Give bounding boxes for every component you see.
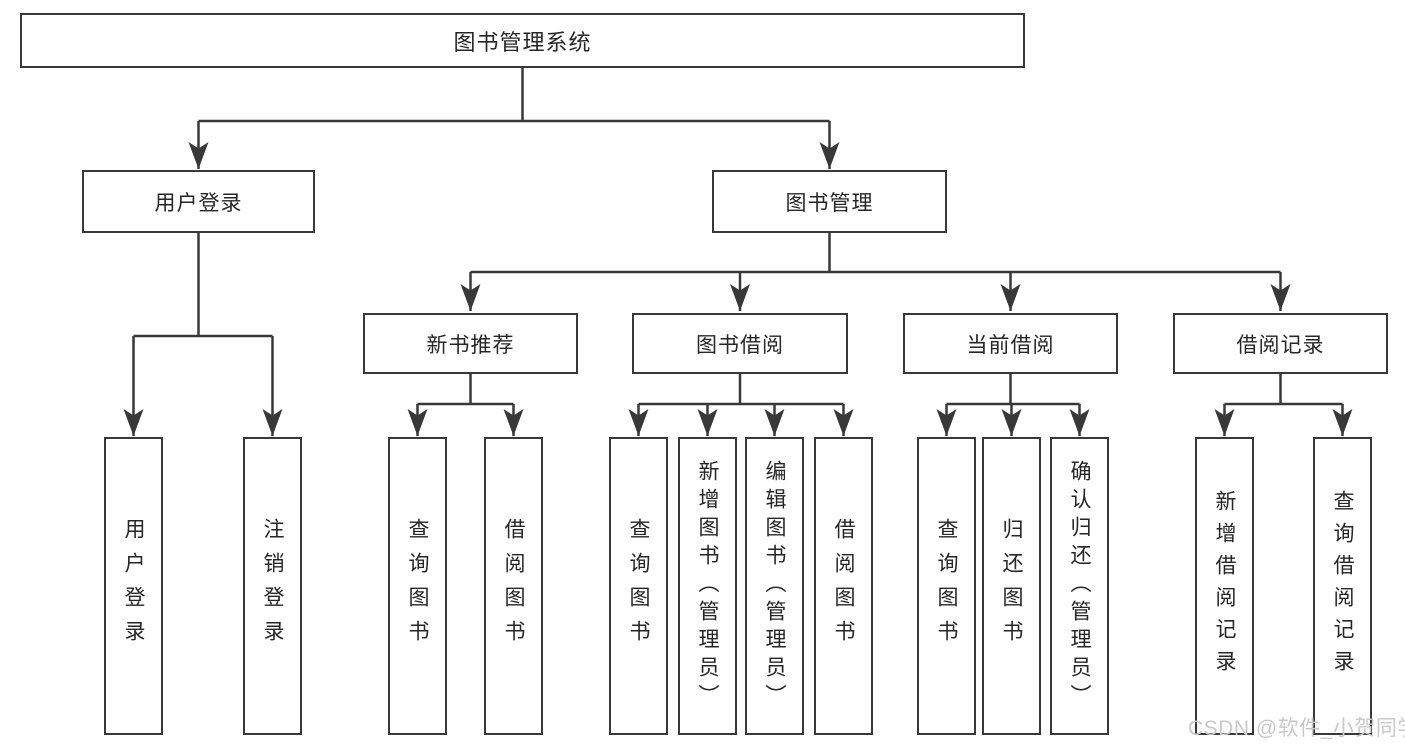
node-label: 新书推荐 (426, 333, 515, 357)
node-label: 借阅记录 (1236, 333, 1325, 357)
connector-segments (133, 68, 1343, 406)
leaf-query-books-borrow: 查询图书 (609, 437, 668, 735)
leaf-label: 归还图书 (1000, 518, 1023, 654)
leaf-return-books: 归还图书 (982, 437, 1041, 735)
node-current-borrowing: 当前借阅 (903, 313, 1118, 374)
leaf-confirm-return-admin: 确认归还（管理员） (1050, 437, 1109, 735)
leaf-borrow-books-borrow: 借阅图书 (814, 437, 873, 735)
leaf-label: 查询借阅记录 (1331, 490, 1354, 682)
node-library-system: 图书管理系统 (20, 13, 1025, 68)
node-user-login: 用户登录 (82, 170, 315, 233)
leaf-query-books-recommend: 查询图书 (388, 437, 447, 735)
leaf-query-books-current: 查询图书 (917, 437, 976, 735)
node-label: 当前借阅 (966, 333, 1055, 357)
leaf-label: 查询图书 (406, 518, 429, 654)
node-label: 用户登录 (154, 191, 243, 215)
leaf-add-borrow-record: 新增借阅记录 (1195, 437, 1254, 735)
node-label: 图书管理系统 (453, 29, 592, 55)
leaf-user-login: 用户登录 (104, 437, 163, 735)
leaf-label: 编辑图书（管理员） (763, 460, 786, 712)
leaf-label: 查询图书 (935, 518, 958, 654)
leaf-label: 查询图书 (627, 518, 650, 654)
leaf-label: 新增借阅记录 (1213, 490, 1236, 682)
leaf-edit-book-admin: 编辑图书（管理员） (745, 437, 804, 735)
leaf-borrow-books-recommend: 借阅图书 (484, 437, 543, 735)
node-new-book-recommendation: 新书推荐 (363, 313, 578, 374)
leaf-query-borrow-record: 查询借阅记录 (1313, 437, 1372, 735)
node-borrowing-records: 借阅记录 (1173, 313, 1388, 374)
leaf-label: 借阅图书 (832, 518, 855, 654)
node-book-borrowing: 图书借阅 (632, 313, 848, 374)
node-label: 图书管理 (785, 191, 874, 215)
leaf-label: 用户登录 (122, 518, 145, 654)
leaf-add-book-admin: 新增图书（管理员） (678, 437, 737, 735)
leaf-logout: 注销登录 (243, 437, 302, 735)
node-book-management: 图书管理 (712, 170, 947, 233)
node-label: 图书借阅 (696, 333, 784, 357)
watermark: CSDN @软件_小贺同学 (1188, 717, 1405, 740)
leaf-label: 新增图书（管理员） (696, 460, 719, 712)
leaf-label: 注销登录 (261, 518, 284, 654)
leaf-label: 借阅图书 (502, 518, 525, 654)
leaf-label: 确认归还（管理员） (1068, 460, 1091, 712)
